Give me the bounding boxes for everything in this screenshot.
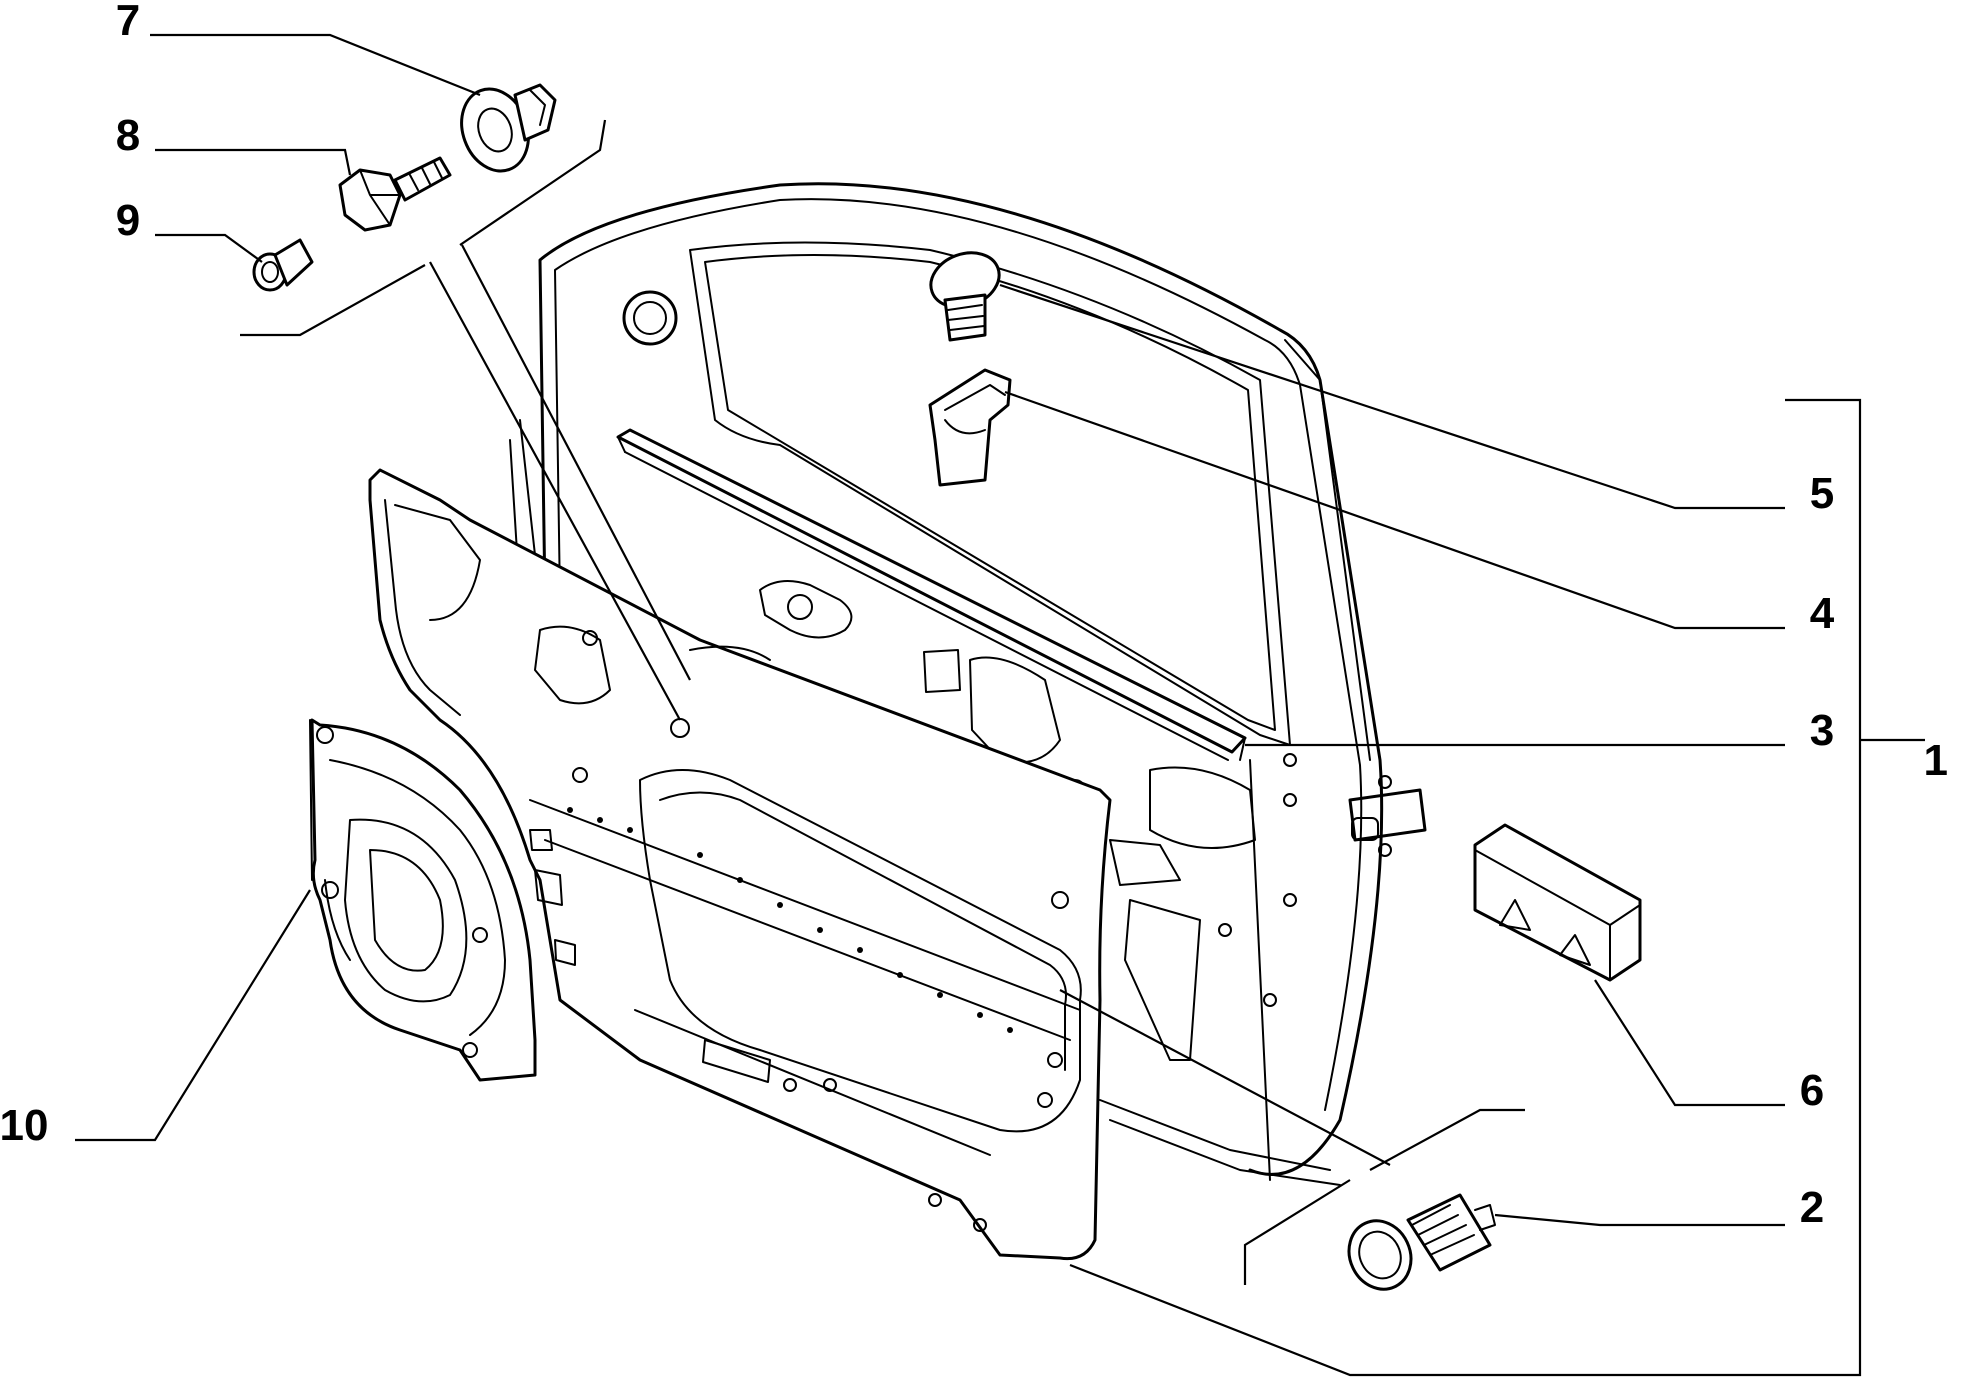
label-part-8: 8 [116, 111, 140, 160]
label-part-7: 7 [116, 0, 140, 45]
label-part-9: 9 [116, 196, 140, 245]
label-part-6: 6 [1800, 1066, 1824, 1115]
leader-lines [75, 33, 1785, 1227]
bracket-part-6 [1473, 823, 1642, 982]
label-part-4: 4 [1810, 589, 1835, 638]
clip-part-4 [928, 368, 1012, 487]
label-part-10: 10 [0, 1101, 48, 1150]
bolt-part-8 [338, 156, 452, 232]
group-brackets [240, 119, 1925, 1377]
label-part-1: 1 [1924, 736, 1948, 785]
waist-seal-strip [616, 428, 1247, 761]
push-pin-part-7 [460, 83, 557, 173]
part-number-labels: 1 2 3 4 5 6 7 8 9 10 [0, 0, 1948, 1232]
speaker-housing [309, 718, 537, 1082]
plug-part-5 [929, 251, 1001, 342]
nut-part-9 [252, 238, 314, 292]
door-frame [509, 182, 1427, 1186]
label-part-5: 5 [1810, 469, 1834, 518]
label-part-3: 3 [1810, 706, 1834, 755]
door-plug-part-2 [1347, 1193, 1496, 1291]
label-part-2: 2 [1800, 1183, 1824, 1232]
